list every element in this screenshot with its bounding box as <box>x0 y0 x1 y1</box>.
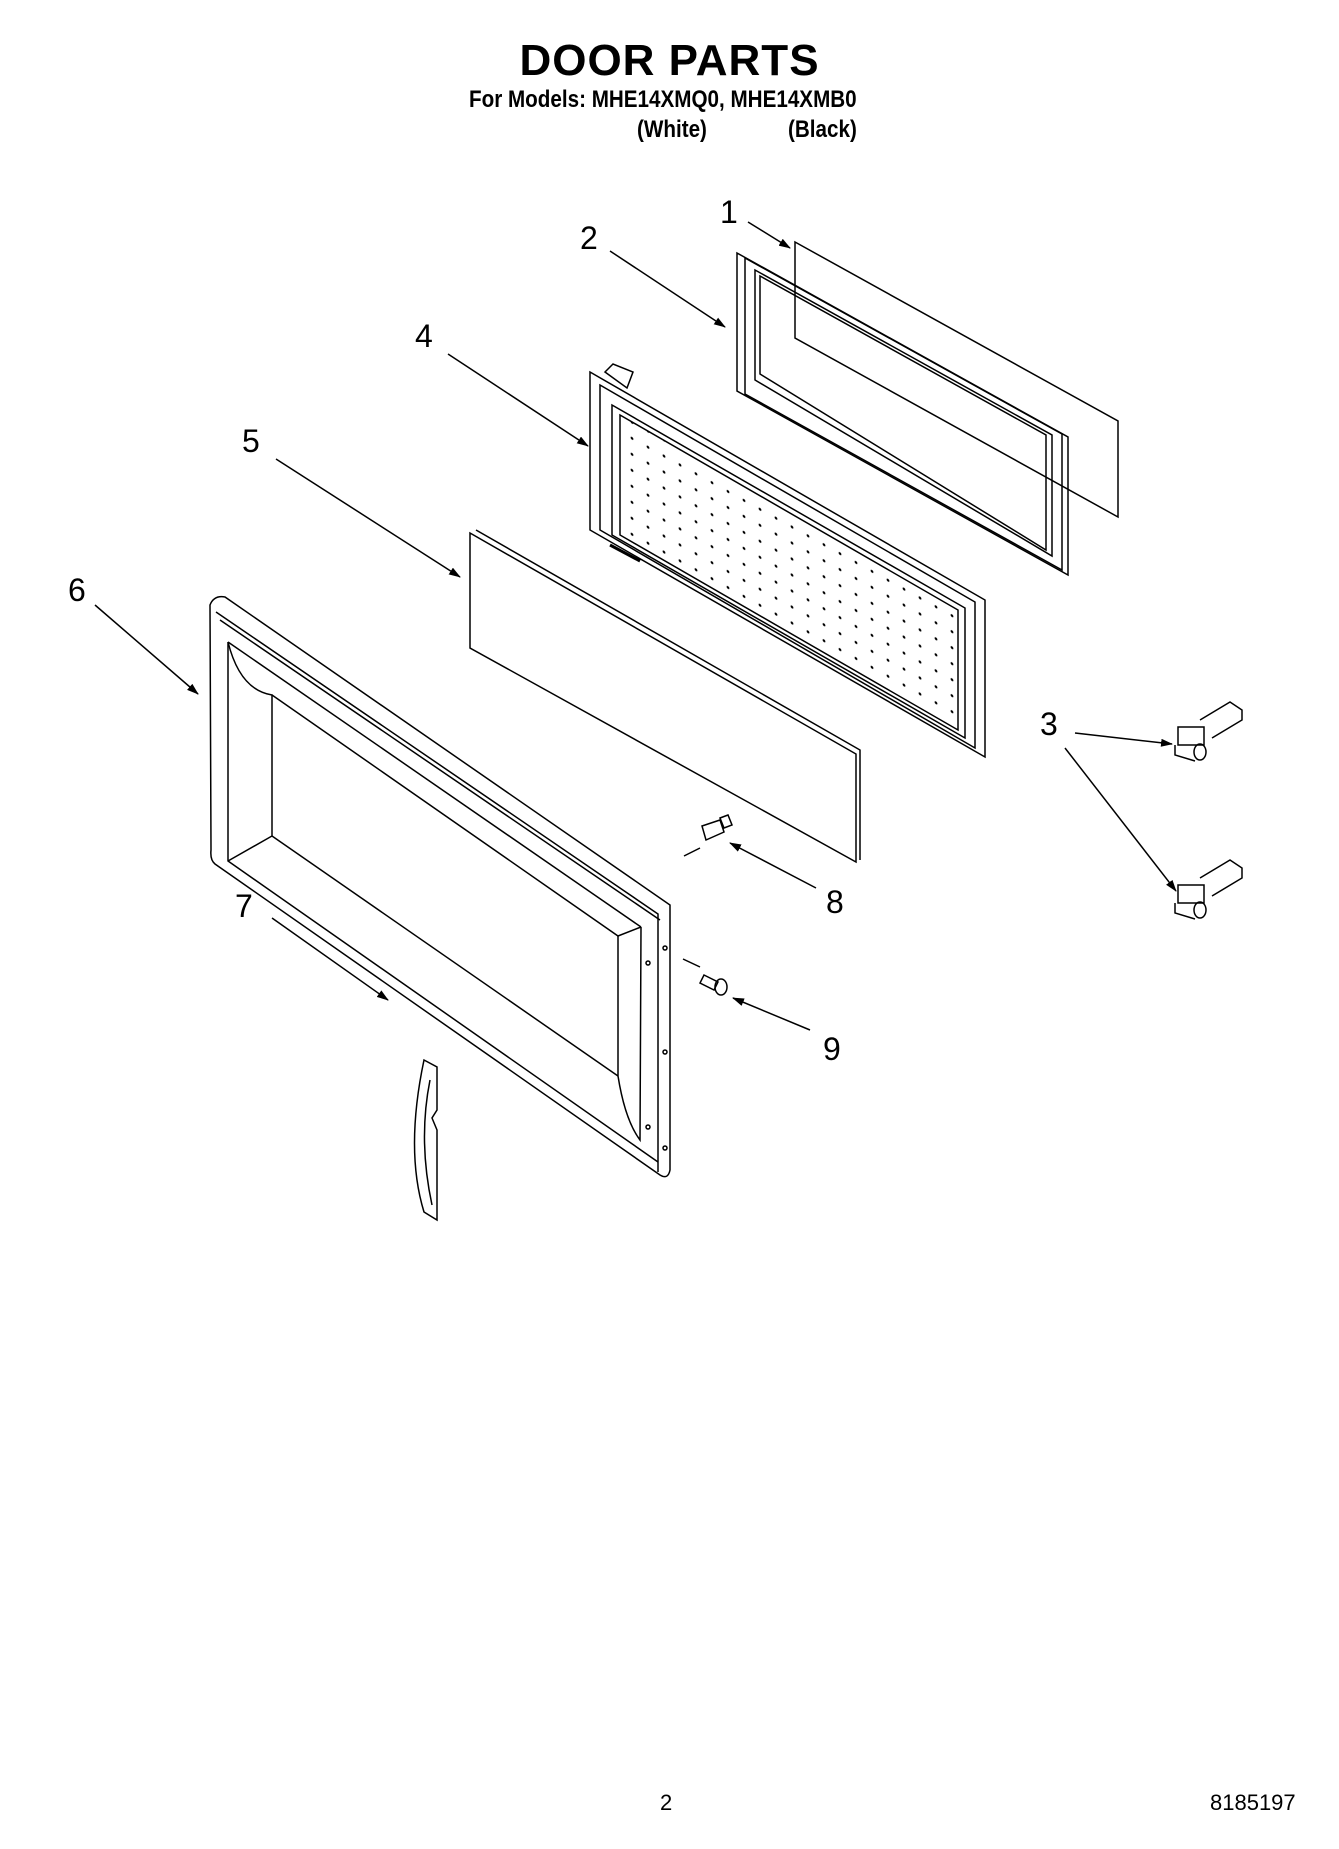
page-title: DOOR PARTS <box>519 36 820 85</box>
page-number: 2 <box>660 1790 673 1815</box>
document-number: 8185197 <box>1210 1790 1296 1815</box>
part-6-door-frame <box>209 595 671 1178</box>
part-9-screw <box>682 958 728 996</box>
part-1-glass-panel <box>794 240 1119 519</box>
part-4-inner-door-panel <box>589 363 986 759</box>
leader-arrows <box>94 221 1177 1031</box>
callout-3: 3 <box>1040 706 1058 742</box>
callout-9: 9 <box>823 1031 841 1067</box>
callout-2: 2 <box>580 220 598 256</box>
part-3-hinge-lower <box>1174 859 1243 920</box>
part-2-choke-frame <box>736 251 1069 577</box>
callout-1: 1 <box>720 194 738 230</box>
part-5-door-window <box>469 529 861 864</box>
part-8-screw <box>683 814 733 857</box>
models-subtitle: For Models: MHE14XMQ0, MHE14XMB0 <box>469 86 857 113</box>
callout-5: 5 <box>242 423 260 459</box>
callout-4: 4 <box>415 318 433 354</box>
part-7-handle <box>413 1058 438 1222</box>
callout-7: 7 <box>235 888 253 924</box>
callout-6: 6 <box>68 572 86 608</box>
model-color-white: (White) <box>637 116 707 143</box>
model-color-black: (Black) <box>788 116 857 143</box>
callout-8: 8 <box>826 884 844 920</box>
part-3-hinge-upper <box>1174 701 1243 762</box>
